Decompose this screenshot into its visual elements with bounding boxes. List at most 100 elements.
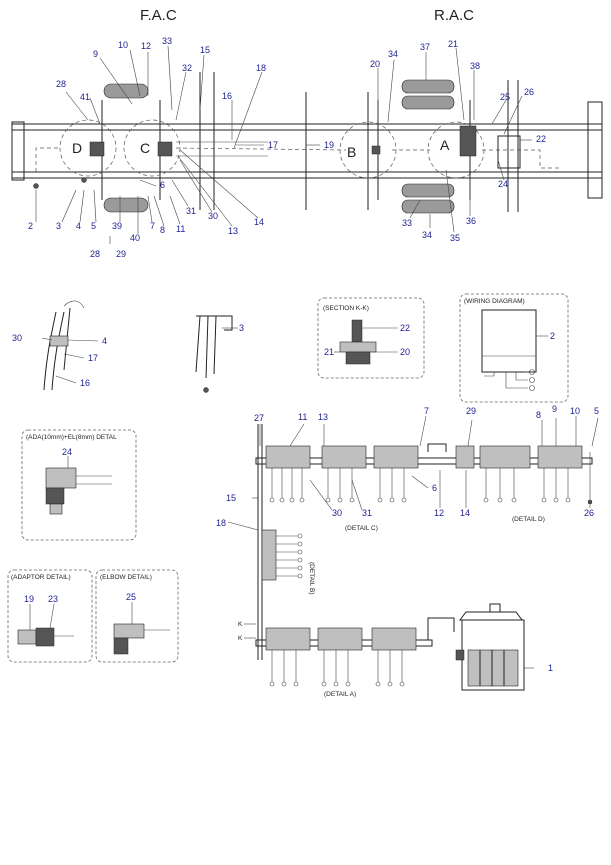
callout: 15 [226, 493, 236, 503]
callout: 21 [448, 39, 458, 49]
tire [401, 95, 455, 110]
distributor-block [157, 141, 173, 157]
leader-lines [35, 45, 532, 244]
tire [401, 183, 455, 198]
callout: 12 [434, 508, 444, 518]
grease-nipple [33, 183, 39, 189]
callout: 8 [160, 225, 165, 235]
valve-bank-c [265, 443, 583, 469]
frame-rail-left [11, 123, 603, 131]
callout: 14 [460, 508, 470, 518]
callout: 9 [552, 404, 557, 414]
callout: 34 [388, 49, 398, 59]
callout: 28 [90, 249, 100, 259]
callout: 25 [126, 592, 136, 602]
drop-lines-bottom [269, 650, 405, 687]
tire [401, 79, 455, 94]
chassis-plan-view: F.A.C R.A.C D C B A [11, 7, 603, 259]
valve-bank-b [261, 529, 303, 581]
distributor-block [371, 145, 381, 155]
frame-front-end [11, 121, 25, 181]
callout: 33 [162, 36, 172, 46]
callout: 1 [548, 663, 553, 673]
callout: 26 [584, 508, 594, 518]
callout: 39 [112, 221, 122, 231]
front-axle-title: F.A.C [140, 7, 177, 24]
callout: 31 [362, 508, 372, 518]
axle-letter-c: C [140, 140, 150, 156]
svg-text:(WIRING DIAGRAM): (WIRING DIAGRAM) [464, 298, 525, 305]
callout: 19 [24, 594, 34, 604]
callout: 10 [118, 40, 128, 50]
section-kk-detail: (SECTION K-K) 22 21 20 [317, 297, 425, 379]
section-mark-k: K [238, 621, 243, 628]
callout: 24 [62, 447, 72, 457]
callout: 20 [400, 347, 410, 357]
callout: 6 [160, 180, 165, 190]
callout: 5 [91, 221, 96, 231]
callout: 28 [56, 79, 66, 89]
ada-elbow-detail: (ADA(10mm)+EL(8mm) DETAL 24 [21, 429, 137, 541]
distributor-block [89, 141, 105, 157]
callout: 14 [254, 217, 264, 227]
callout: 3 [56, 221, 61, 231]
callout: 11 [176, 224, 185, 234]
callout: 8 [536, 410, 541, 420]
callout: 31 [186, 206, 196, 216]
callout: 23 [48, 594, 58, 604]
callout: 41 [80, 92, 90, 102]
callout: 32 [182, 63, 192, 73]
drop-lines-top [269, 452, 593, 505]
callout: 18 [256, 63, 266, 73]
callout: 19 [324, 140, 334, 150]
grease-nipple [81, 177, 87, 183]
lube-line [482, 149, 560, 169]
callout: 2 [28, 221, 33, 231]
pump-feed-line [416, 617, 455, 641]
callout: 13 [228, 226, 238, 236]
bracket-detail: 3 [195, 315, 244, 393]
rear-axle-title: R.A.C [434, 7, 474, 24]
callout: 12 [141, 41, 151, 51]
callout: 30 [332, 508, 342, 518]
callout: 13 [318, 412, 328, 422]
adaptor-detail: (ADAPTOR DETAIL) 19 23 [7, 569, 93, 663]
callout: 20 [370, 59, 380, 69]
tire [401, 199, 455, 214]
pump-housing [497, 135, 521, 169]
callout: 37 [420, 42, 430, 52]
callout: 22 [536, 134, 546, 144]
callout: 21 [324, 347, 334, 357]
lube-line [175, 147, 347, 151]
svg-text:(ADAPTOR DETAIL): (ADAPTOR DETAIL) [11, 574, 71, 581]
callout: 30 [12, 333, 22, 343]
lubrication-pump [455, 603, 525, 691]
callout: 33 [402, 218, 412, 228]
callout: 16 [222, 91, 232, 101]
callout: 9 [93, 49, 98, 59]
callout: 24 [498, 179, 508, 189]
callout: 29 [466, 406, 476, 416]
callout: 4 [76, 221, 81, 231]
callout: 10 [570, 406, 580, 416]
callout: 18 [216, 518, 226, 528]
frame-rear-end [587, 101, 603, 199]
svg-text:(ELBOW DETAIL): (ELBOW DETAIL) [100, 574, 152, 581]
callout: 5 [594, 406, 599, 416]
callout: 35 [450, 233, 460, 243]
callout: 26 [524, 87, 534, 97]
wiring-diagram-detail: (WIRING DIAGRAM) 2 [459, 293, 569, 403]
callout: 3 [239, 323, 244, 333]
callout: 38 [470, 61, 480, 71]
axle-letter-d: D [72, 140, 82, 156]
valve-bank-a [265, 627, 417, 651]
callout: 16 [80, 378, 90, 388]
detail-circle-d [59, 119, 117, 177]
callout: 27 [254, 413, 264, 423]
section-mark-k: K [238, 635, 243, 642]
tire [103, 197, 149, 213]
distributor-block [459, 125, 477, 157]
callout: 30 [208, 211, 218, 221]
axle-letter-b: B [347, 144, 356, 160]
detail-a-label: (DETAIL A) [324, 691, 356, 698]
